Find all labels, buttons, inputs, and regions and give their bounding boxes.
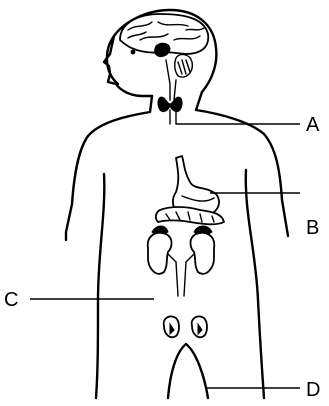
gonads	[164, 316, 207, 337]
label-d: D	[306, 379, 320, 401]
kidneys-and-adrenals	[148, 226, 215, 296]
brain	[120, 14, 208, 77]
label-b: B	[306, 217, 319, 239]
label-c: C	[4, 289, 18, 311]
label-a: A	[306, 114, 320, 136]
torso-outline	[66, 92, 288, 398]
neck-and-thyroid	[158, 60, 182, 124]
